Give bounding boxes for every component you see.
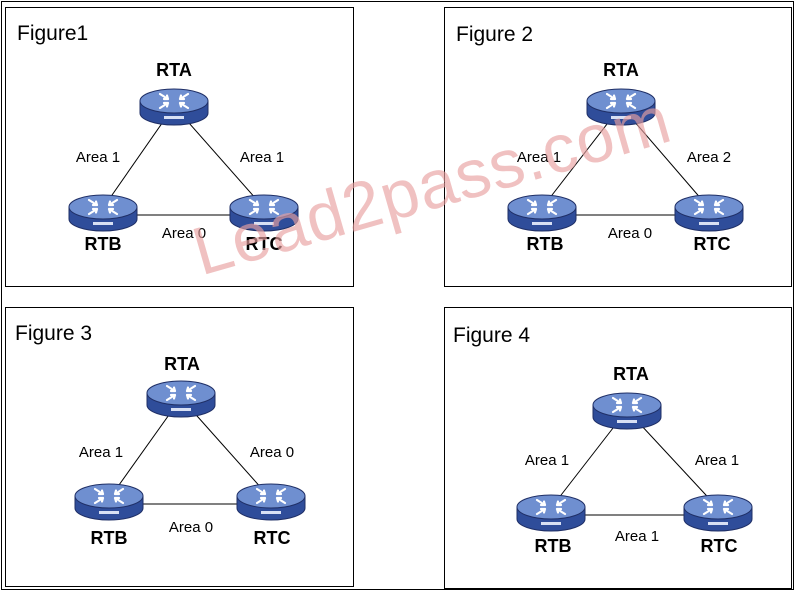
figure-3-title: Figure 3 (15, 322, 93, 345)
link-rtb-rtc-label: Area 0 (168, 519, 214, 536)
figure-2-links (541, 105, 710, 216)
router-icon (506, 189, 578, 235)
figure-1-panel: Figure1 RTA RTB RTC Area 1 Area 1 Area 0 (5, 7, 354, 287)
router-icon (585, 83, 657, 129)
router-rta-label: RTA (164, 354, 200, 374)
router-rta-label: RTA (156, 60, 192, 80)
router-icon (228, 189, 300, 235)
router-rtc-label: RTC (700, 536, 738, 556)
router-rta-label: RTA (603, 60, 639, 80)
link-rta-rtc-label: Area 1 (694, 452, 740, 469)
link-rtb-rtc-label: Area 0 (607, 225, 653, 242)
router-rta-label: RTA (613, 364, 649, 384)
link-rta-rtc-label: Area 2 (686, 149, 732, 166)
router-rtb-label: RTB (84, 234, 122, 254)
router-icon (673, 189, 745, 235)
figure-3-panel: Figure 3 RTA RTB RTC Area 1 Area 0 Area … (5, 307, 354, 587)
figure-2-title: Figure 2 (456, 23, 534, 46)
router-rtc-label: RTC (693, 234, 731, 254)
link-rta-rtb-label: Area 1 (78, 444, 124, 461)
router-icon (138, 83, 210, 129)
router-rtc-label: RTC (253, 528, 291, 548)
link-rta-rtc-label: Area 0 (249, 444, 295, 461)
router-rtb-label: RTB (534, 536, 572, 556)
router-icon (682, 489, 754, 535)
figure-3-links (108, 397, 272, 505)
figure-4-links (550, 409, 719, 516)
router-rtc-label: RTC (245, 234, 283, 254)
router-icon (145, 375, 217, 421)
figure-4-panel: Figure 4 RTA RTB RTC Area 1 Area 1 Area … (444, 307, 792, 589)
figure-1-title: Figure1 (17, 22, 89, 45)
router-icon (235, 478, 307, 524)
router-icon (73, 478, 145, 524)
router-icon (591, 387, 663, 433)
link-rta-rtb-label: Area 1 (75, 149, 121, 166)
link-rtb-rtc-label: Area 0 (161, 225, 207, 242)
router-icon (67, 189, 139, 235)
router-rtb-label: RTB (90, 528, 128, 548)
link-rta-rtb-label: Area 1 (524, 452, 570, 469)
figure-4-title: Figure 4 (453, 324, 531, 347)
router-rtb-label: RTB (526, 234, 564, 254)
router-icon (515, 489, 587, 535)
figure-2-panel: Figure 2 RTA RTB RTC Area 1 Area 2 Area … (444, 7, 792, 287)
link-rtb-rtc-label: Area 1 (614, 528, 660, 545)
link-rta-rtb-label: Area 1 (516, 149, 562, 166)
figure-1-links (102, 105, 265, 216)
link-rta-rtc-label: Area 1 (239, 149, 285, 166)
